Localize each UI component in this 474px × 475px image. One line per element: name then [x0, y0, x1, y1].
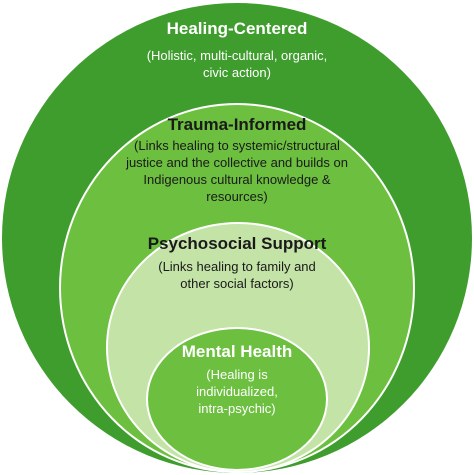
trauma-informed-desc-line: resources) [206, 189, 268, 204]
psychosocial-support-desc-line: (Links healing to family and [158, 259, 316, 274]
trauma-informed-description: (Links healing to systemic/structural ju… [0, 137, 474, 205]
psychosocial-support-title: Psychosocial Support [147, 234, 327, 253]
psychosocial-support-desc-line: other social factors) [180, 276, 294, 291]
mental-health-desc-line: (Healing is [206, 367, 268, 382]
trauma-informed-desc-line: Indigenous cultural knowledge & [143, 172, 331, 187]
mental-health-title: Mental Health [181, 342, 293, 361]
mental-health-description: (Healing is individualized, intra-psychi… [0, 366, 474, 417]
mental-health-circle [146, 327, 328, 471]
mental-health-desc-line: intra-psychic) [198, 401, 276, 416]
trauma-informed-desc-line: justice and the collective and builds on [126, 155, 348, 170]
healing-centered-desc-line: (Holistic, multi-cultural, organic, [146, 48, 328, 63]
healing-centered-description: (Holistic, multi-cultural, organic, civi… [0, 47, 474, 81]
psychosocial-support-description: (Links healing to family and other socia… [0, 258, 474, 292]
healing-centered-desc-line: civic action) [203, 65, 271, 80]
mental-health-desc-line: individualized, [196, 384, 278, 399]
trauma-informed-title: Trauma-Informed [167, 115, 307, 134]
trauma-informed-desc-line: (Links healing to systemic/structural [134, 138, 340, 153]
healing-centered-title: Healing-Centered [166, 19, 308, 38]
